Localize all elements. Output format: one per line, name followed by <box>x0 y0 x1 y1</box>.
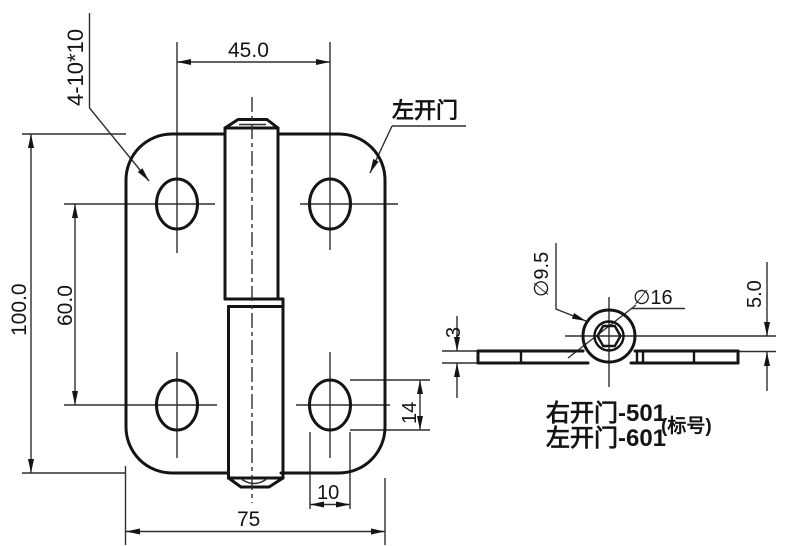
dim-text-10: 10 <box>317 482 340 504</box>
mounting-holes <box>155 177 352 432</box>
dim-text-knuckle-dia: ∅16 <box>633 287 673 309</box>
dim-text-5: 5.0 <box>744 280 766 308</box>
hole-top-left <box>155 177 199 231</box>
door-label-text: 左开门 <box>392 98 459 123</box>
model-number-left-door: 左开门-601 <box>546 425 667 452</box>
leader-door-label <box>369 125 393 174</box>
hinge-knuckle <box>223 118 285 489</box>
front-view-plate-outline <box>124 97 387 503</box>
dim-text-60: 60.0 <box>54 285 77 326</box>
pin-hole-circle <box>593 320 625 352</box>
dim-text-100: 100.0 <box>8 283 31 336</box>
hole-callout-text: 4-10*10 <box>63 28 88 106</box>
model-number-note: (标号) <box>661 416 712 437</box>
dim-text-pin-hole-dia: ∅9.5 <box>531 251 553 297</box>
front-view-dimensions <box>22 13 466 545</box>
hole-bottom-right <box>308 378 352 432</box>
dim-text-45: 45.0 <box>228 39 269 62</box>
pin-bottom-cap <box>227 476 285 489</box>
hinge-leaf-outline <box>124 132 387 475</box>
dim-text-75: 75 <box>237 508 261 531</box>
knuckle-outer-circle <box>581 308 637 364</box>
pin-top-cap <box>223 118 280 130</box>
dim-text-3: 3 <box>443 326 465 338</box>
side-view-outline <box>476 308 740 365</box>
hole-bottom-left <box>155 378 199 432</box>
dim-text-14: 14 <box>399 401 421 424</box>
leader-pin-hole-dia <box>555 243 587 322</box>
hole-top-right <box>308 177 352 231</box>
pin-hex-socket <box>596 324 622 348</box>
model-number-right-door: 右开门-501 <box>546 400 667 427</box>
leader-hole-callout <box>88 13 150 182</box>
